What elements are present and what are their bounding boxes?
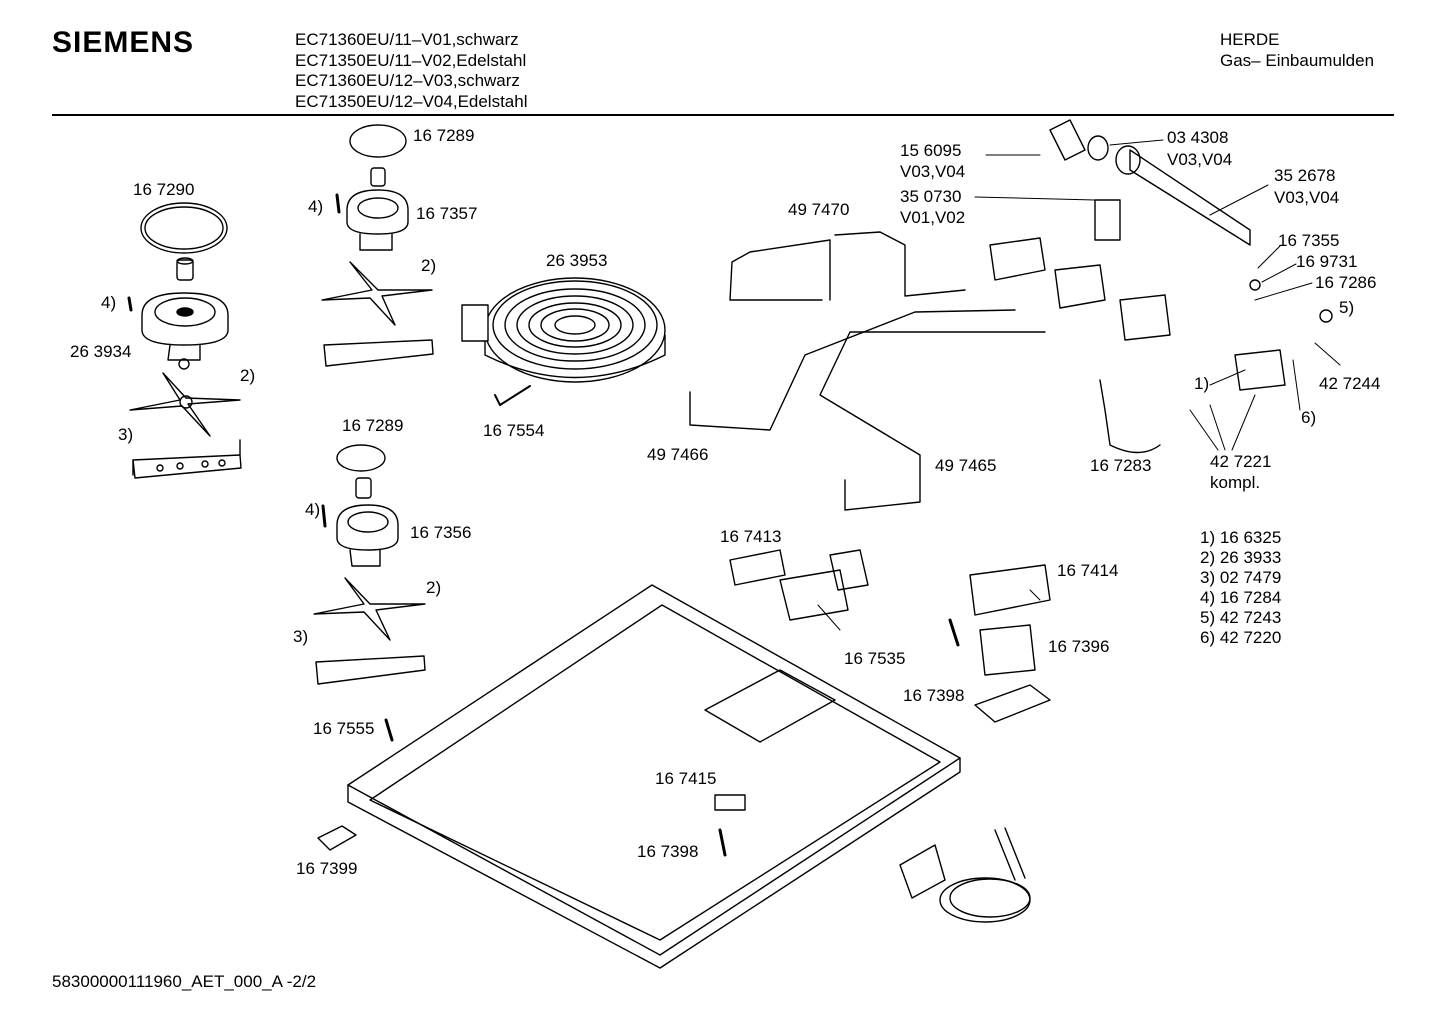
variant-label: V01,V02 bbox=[900, 208, 966, 227]
legend-item: 4) 16 7284 bbox=[1200, 588, 1282, 607]
part-label: 15 6095 bbox=[900, 141, 962, 160]
part-label: 3) bbox=[293, 627, 309, 646]
part-label: 16 7535 bbox=[844, 649, 906, 668]
part-label: 16 7399 bbox=[296, 859, 358, 878]
variant-label: V03,V04 bbox=[900, 162, 966, 181]
part-label: 1) bbox=[1194, 374, 1210, 393]
part-label: 16 7355 bbox=[1278, 231, 1340, 250]
part-label: 16 7283 bbox=[1090, 456, 1152, 475]
part-label: 4) bbox=[101, 293, 117, 312]
part-label: 16 7289 bbox=[413, 126, 475, 145]
document-id: 58300000111960_AET_000_A -2/2 bbox=[52, 972, 317, 991]
model-line: EC71360EU/11–V01,schwarz bbox=[295, 30, 519, 49]
part-label: 49 7465 bbox=[935, 456, 997, 475]
part-label: 03 4308 bbox=[1167, 128, 1229, 147]
part-label: 16 7554 bbox=[483, 421, 545, 440]
part-label: 16 7396 bbox=[1048, 637, 1110, 656]
hob-tray bbox=[347, 584, 961, 969]
legend-item: 2) 26 3933 bbox=[1200, 548, 1282, 567]
part-label: 16 7398 bbox=[903, 686, 965, 705]
part-label: 16 7286 bbox=[1315, 273, 1377, 292]
part-label: 42 7244 bbox=[1319, 374, 1381, 393]
model-line: EC71350EU/11–V02,Edelstahl bbox=[295, 50, 527, 70]
part-label: 5) bbox=[1339, 298, 1355, 317]
part-label: 16 7356 bbox=[410, 523, 472, 542]
header-divider bbox=[52, 114, 1394, 116]
part-label: 16 7290 bbox=[133, 180, 195, 199]
part-label: 16 7289 bbox=[342, 416, 404, 435]
part-label: 35 2678 bbox=[1274, 166, 1336, 185]
part-label: 49 7466 bbox=[647, 445, 709, 464]
leader-lines bbox=[817, 139, 1341, 631]
footnote-legend: 1) 16 6325 2) 26 3933 3) 02 7479 4) 16 7… bbox=[1200, 528, 1281, 648]
category-line: Gas– Einbaumulden bbox=[1220, 50, 1375, 70]
clip-part bbox=[317, 825, 357, 851]
part-label: kompl. bbox=[1210, 473, 1261, 492]
electrical-parts bbox=[714, 549, 1051, 857]
pan-support-cross bbox=[129, 372, 241, 437]
burner-small bbox=[313, 444, 426, 742]
part-label: 16 7555 bbox=[313, 719, 375, 738]
legend-item: 5) 42 7243 bbox=[1200, 608, 1282, 627]
part-label: 42 7221 bbox=[1210, 452, 1272, 471]
part-label: 6) bbox=[1301, 408, 1317, 427]
electric-hotplate bbox=[461, 277, 666, 406]
variant-label: V03,V04 bbox=[1274, 188, 1340, 207]
part-label: 16 9731 bbox=[1296, 252, 1358, 271]
part-label: 16 7398 bbox=[637, 842, 699, 861]
category-line: HERDE bbox=[1220, 30, 1280, 49]
part-label: 2) bbox=[240, 366, 256, 385]
category: HERDE Gas– Einbaumulden bbox=[1220, 30, 1374, 71]
legend-item: 6) 42 7220 bbox=[1200, 628, 1282, 647]
gas-pipes bbox=[689, 231, 1046, 511]
part-label: 2) bbox=[426, 578, 442, 597]
model-line: EC71360EU/12–V03,schwarz bbox=[295, 71, 520, 90]
variant-label: V03,V04 bbox=[1167, 150, 1233, 169]
model-list: EC71360EU/11–V01,schwarz EC71350EU/11–V0… bbox=[295, 30, 528, 112]
part-label: 3) bbox=[118, 425, 134, 444]
legend-item: 1) 16 6325 bbox=[1200, 528, 1282, 547]
legend-item: 3) 02 7479 bbox=[1200, 568, 1282, 587]
part-label: 4) bbox=[308, 197, 324, 216]
model-line: EC71350EU/12–V04,Edelstahl bbox=[295, 91, 528, 111]
mounting-bracket bbox=[132, 439, 242, 479]
burner-medium bbox=[321, 124, 434, 367]
part-label: 49 7470 bbox=[788, 200, 850, 219]
brand-logo: SIEMENS bbox=[52, 26, 195, 59]
power-cord bbox=[899, 827, 1031, 923]
part-label: 2) bbox=[421, 256, 437, 275]
part-label: 26 3934 bbox=[70, 342, 132, 361]
part-label: 16 7415 bbox=[655, 769, 717, 788]
part-label: 16 7357 bbox=[416, 204, 478, 223]
gas-valves bbox=[989, 119, 1333, 454]
part-label: 35 0730 bbox=[900, 187, 962, 206]
burner-large bbox=[127, 202, 229, 370]
part-label: 4) bbox=[305, 500, 321, 519]
part-label: 16 7413 bbox=[720, 527, 782, 546]
part-label: 16 7414 bbox=[1057, 561, 1119, 580]
part-label: 26 3953 bbox=[546, 251, 608, 270]
